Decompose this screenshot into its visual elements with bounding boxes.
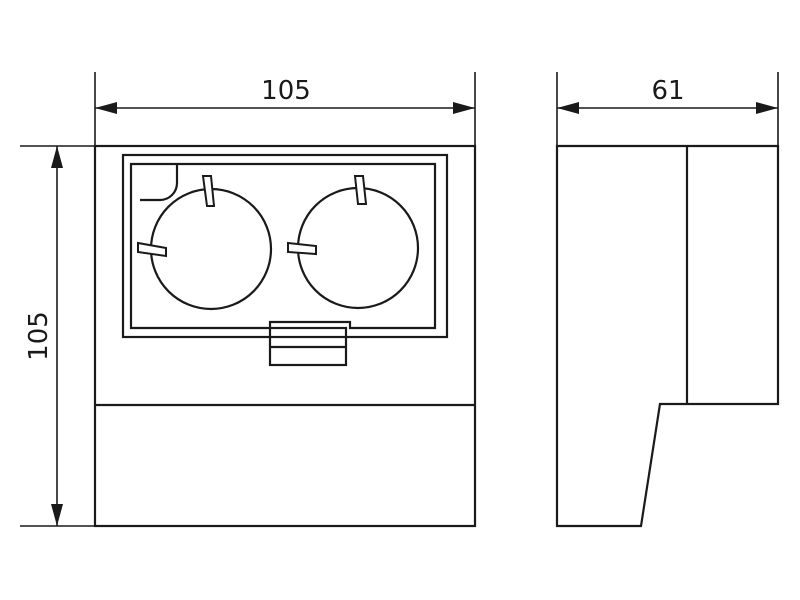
arrow-top xyxy=(51,146,63,168)
socket-left-side-contact xyxy=(137,241,167,258)
lid-outer-frame xyxy=(121,153,449,339)
dimension-label-depth: 61 xyxy=(651,76,684,106)
front-housing-outline xyxy=(93,144,477,528)
side-view xyxy=(555,144,780,528)
arrow-left xyxy=(95,102,117,114)
socket-right-side-contact xyxy=(287,241,317,256)
dimension-label-height: 105 xyxy=(24,311,54,361)
dimension-front-height: 105 xyxy=(20,145,95,527)
arrow-right xyxy=(756,102,778,114)
corner-hinge-arc xyxy=(140,164,179,202)
dimension-label-width: 105 xyxy=(261,76,311,106)
dimension-front-width: 105 xyxy=(94,72,476,146)
side-housing-outline xyxy=(555,144,780,528)
arrow-left xyxy=(557,102,579,114)
socket-right-top-contact xyxy=(353,175,368,205)
socket-left-top-contact xyxy=(201,175,216,207)
front-view xyxy=(93,144,477,528)
lid-inner-frame xyxy=(129,162,437,330)
arrow-right xyxy=(453,102,475,114)
dimension-side-depth: 61 xyxy=(556,72,779,146)
arrow-bottom xyxy=(51,504,63,526)
